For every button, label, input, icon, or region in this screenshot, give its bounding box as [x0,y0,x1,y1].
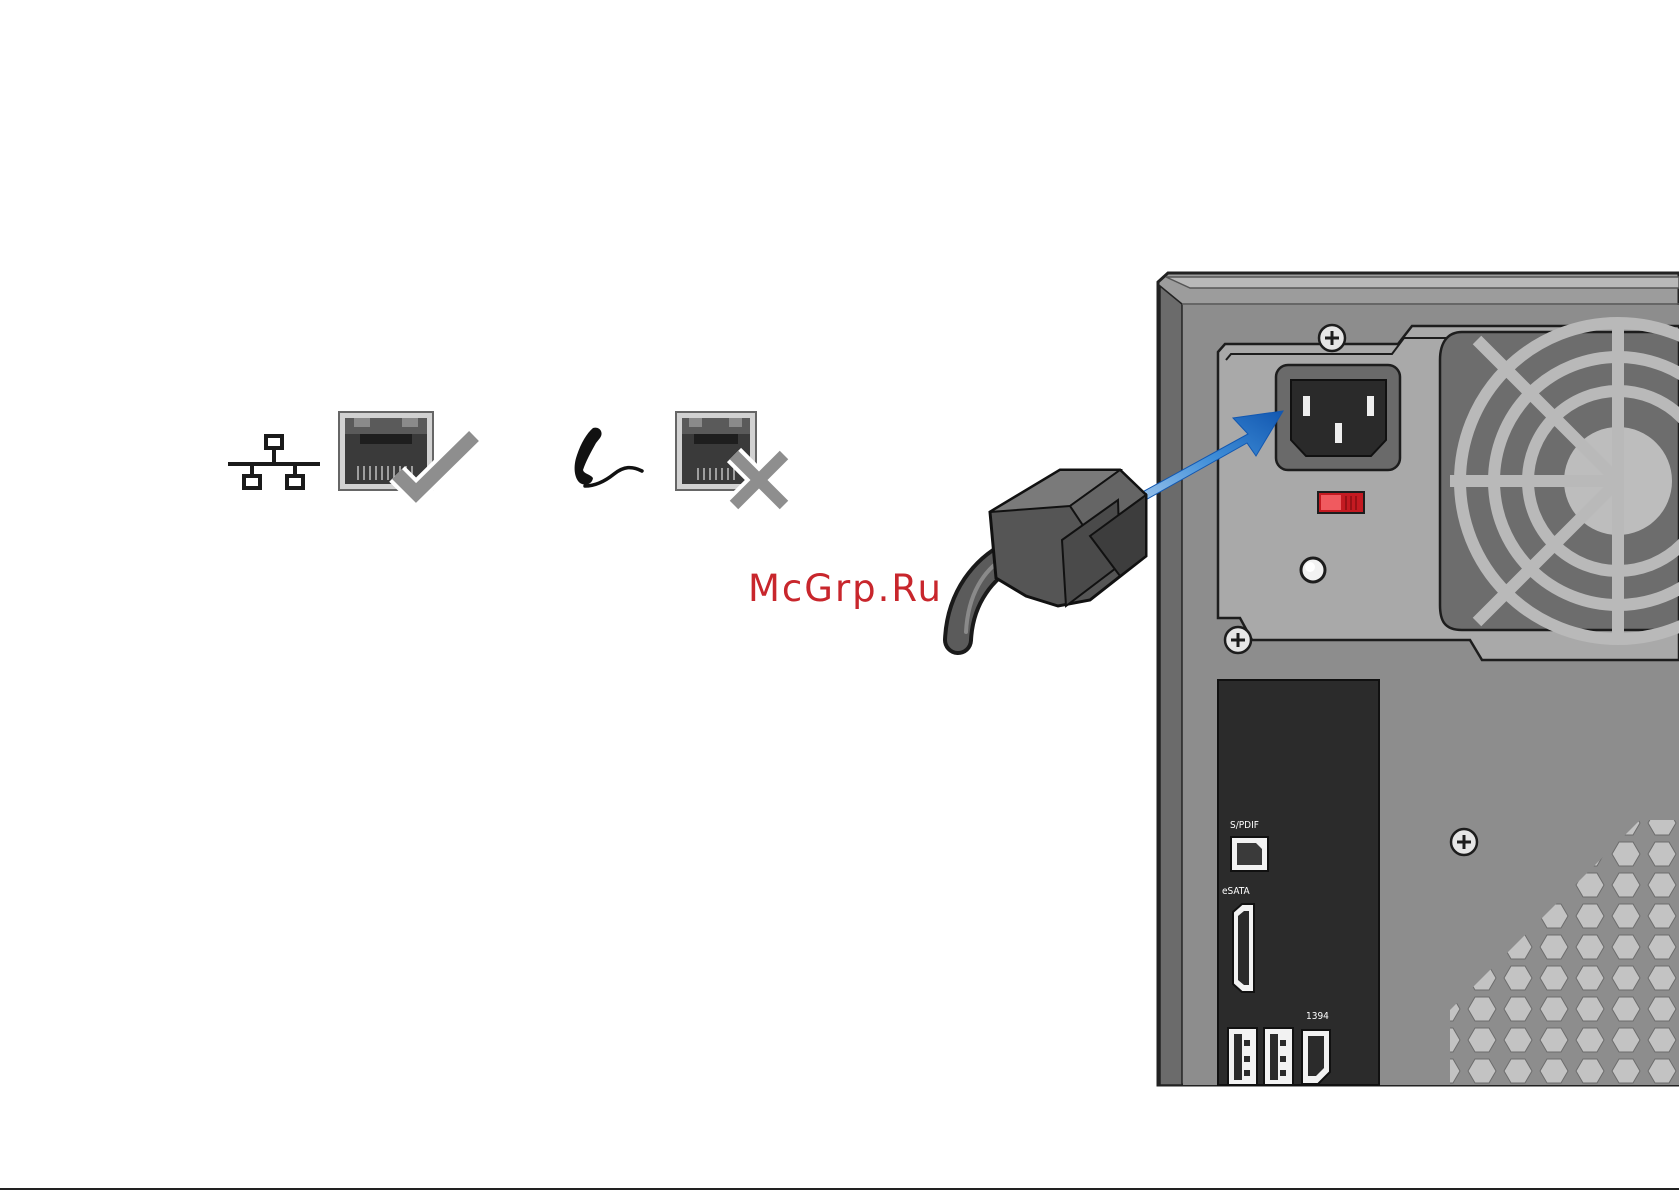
network-icon [228,436,320,488]
screw-left [1225,627,1251,653]
watermark-text: McGrp.Ru [748,570,943,607]
esata-label: eSATA [1222,887,1250,897]
spdif-label: S/PDIF [1230,821,1259,831]
spdif-port [1231,837,1268,871]
psu-test-button [1301,558,1325,582]
ieee1394-port [1302,1030,1330,1084]
bottom-rule [0,1188,1679,1190]
ieee1394-label: 1394 [1306,1012,1329,1022]
computer-chassis [1158,273,1679,1085]
telephone-icon [575,428,642,486]
screw-top [1319,325,1345,351]
usb-port-1 [1228,1028,1257,1085]
fan-grill [1440,323,1679,640]
esata-port [1233,904,1254,992]
power-plug-icon [958,470,1146,640]
screw-right [1451,829,1477,855]
usb-port-2 [1264,1028,1293,1085]
voltage-switch [1318,492,1364,513]
power-inlet [1276,365,1400,470]
io-panel [1218,680,1379,1085]
